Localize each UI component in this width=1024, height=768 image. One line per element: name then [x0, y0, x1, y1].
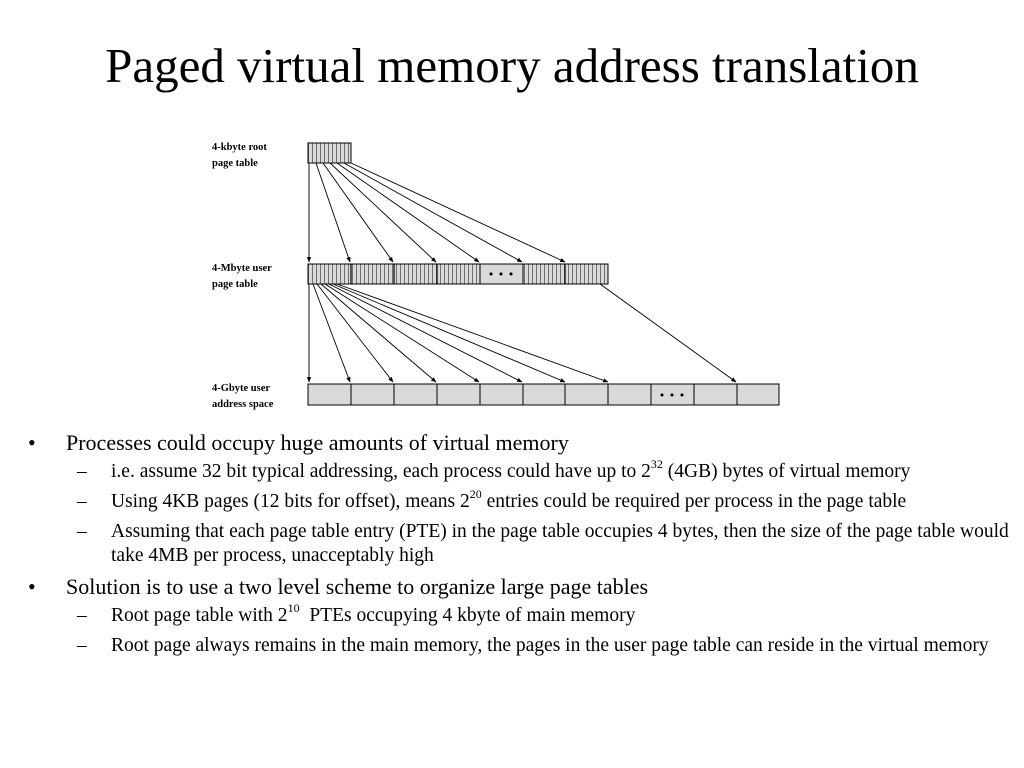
user-to-space-arrows [306, 283, 737, 383]
user-address-space [307, 383, 780, 406]
bullet-dash: – [77, 605, 87, 626]
user-table-ellipsis: • • • [488, 268, 514, 281]
address-translation-diagram: 4-kbyte root page table 4-Mbyte user pag… [212, 142, 780, 410]
address-space-ellipsis: • • • [659, 389, 685, 402]
bullet-sub-1-3: – Assuming that each page table entry (P… [77, 521, 1009, 566]
bullet-sub-1-2: – Using 4KB pages (12 bits for offset), … [77, 486, 907, 513]
address-space-label: 4-Gbyte user address space [212, 383, 274, 410]
bullet-dot: • [28, 574, 36, 599]
bullet-main-2: • Solution is to use a two level scheme … [28, 574, 649, 599]
user-page-table [307, 263, 609, 285]
bullet-dot: • [28, 430, 36, 455]
root-table-label: 4-kbyte root page table [212, 142, 270, 169]
bullet-main-1: • Processes could occupy huge amounts of… [28, 430, 569, 455]
bullet-dash: – [77, 521, 87, 542]
root-to-user-arrows [306, 162, 566, 263]
bullet-dash: – [77, 461, 87, 482]
bullet-dash: – [77, 635, 87, 656]
bullet-sub-2-2: – Root page always remains in the main m… [77, 635, 989, 656]
user-table-label: 4-Mbyte user page table [212, 263, 274, 290]
bullet-dash: – [77, 491, 87, 512]
bullet-sub-1-1: – i.e. assume 32 bit typical addressing,… [77, 456, 911, 483]
slide-title: Paged virtual memory address translation [105, 38, 919, 93]
bullet-sub-2-1: – Root page table with 210 PTEs occupyin… [77, 600, 636, 627]
bullet-list: • Processes could occupy huge amounts of… [24, 430, 1009, 664]
root-page-table [307, 142, 352, 164]
